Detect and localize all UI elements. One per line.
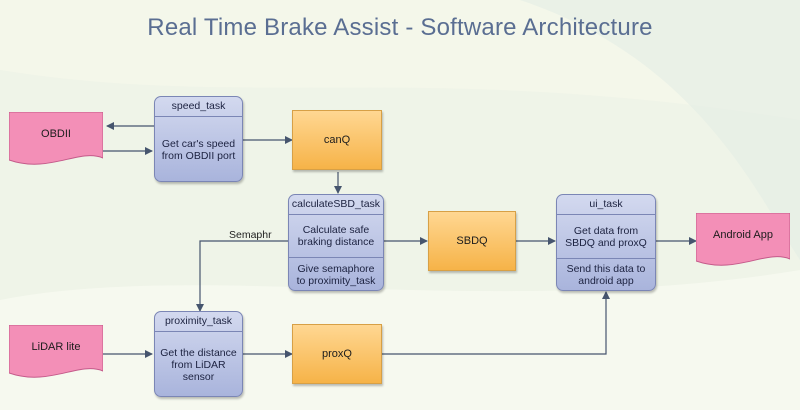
proxq-queue: proxQ [292, 324, 382, 384]
arrow-calc-to-proximity [196, 240, 288, 312]
obdii-document: OBDII [9, 112, 103, 168]
ui-task: ui_task Get data from SBDQ and proxQ Sen… [556, 194, 656, 291]
proximity-task-body: Get the distance from LiDAR sensor [160, 346, 237, 383]
calculatesbd-task-footer: Give semaphore to proximity_task [289, 257, 383, 290]
canq-label: canQ [323, 134, 351, 146]
lidar-document: LiDAR lite [9, 325, 103, 381]
ui-task-header: ui_task [557, 195, 655, 215]
calculatesbd-task-header: calculateSBD_task [289, 195, 383, 215]
speed-task: speed_task Get car's speed from OBDII po… [154, 96, 243, 182]
speed-task-header: speed_task [155, 97, 242, 117]
sbdq-queue: SBDQ [428, 211, 516, 271]
android-app-document: Android App [696, 213, 790, 269]
ui-task-footer: Send this data to android app [557, 258, 655, 290]
proxq-label: proxQ [322, 348, 352, 360]
page-title: Real Time Brake Assist - Software Archit… [147, 14, 653, 41]
arrow-proxq-to-ui [382, 291, 610, 355]
proximity-task: proximity_task Get the distance from LiD… [154, 311, 243, 397]
sbdq-label: SBDQ [456, 235, 488, 247]
android-app-label: Android App [713, 228, 773, 241]
semaphore-label: Semaphr [229, 229, 272, 241]
lidar-label: LiDAR lite [31, 340, 81, 353]
calculatesbd-task: calculateSBD_task Calculate safe braking… [288, 194, 384, 291]
speed-task-body: Get car's speed from OBDII port [161, 137, 236, 162]
ui-task-body: Get data from SBDQ and proxQ [565, 224, 647, 249]
obdii-label: OBDII [41, 127, 71, 140]
proximity-task-header: proximity_task [155, 312, 242, 332]
canq-queue: canQ [292, 110, 382, 170]
calculatesbd-task-body: Calculate safe braking distance [297, 224, 375, 248]
